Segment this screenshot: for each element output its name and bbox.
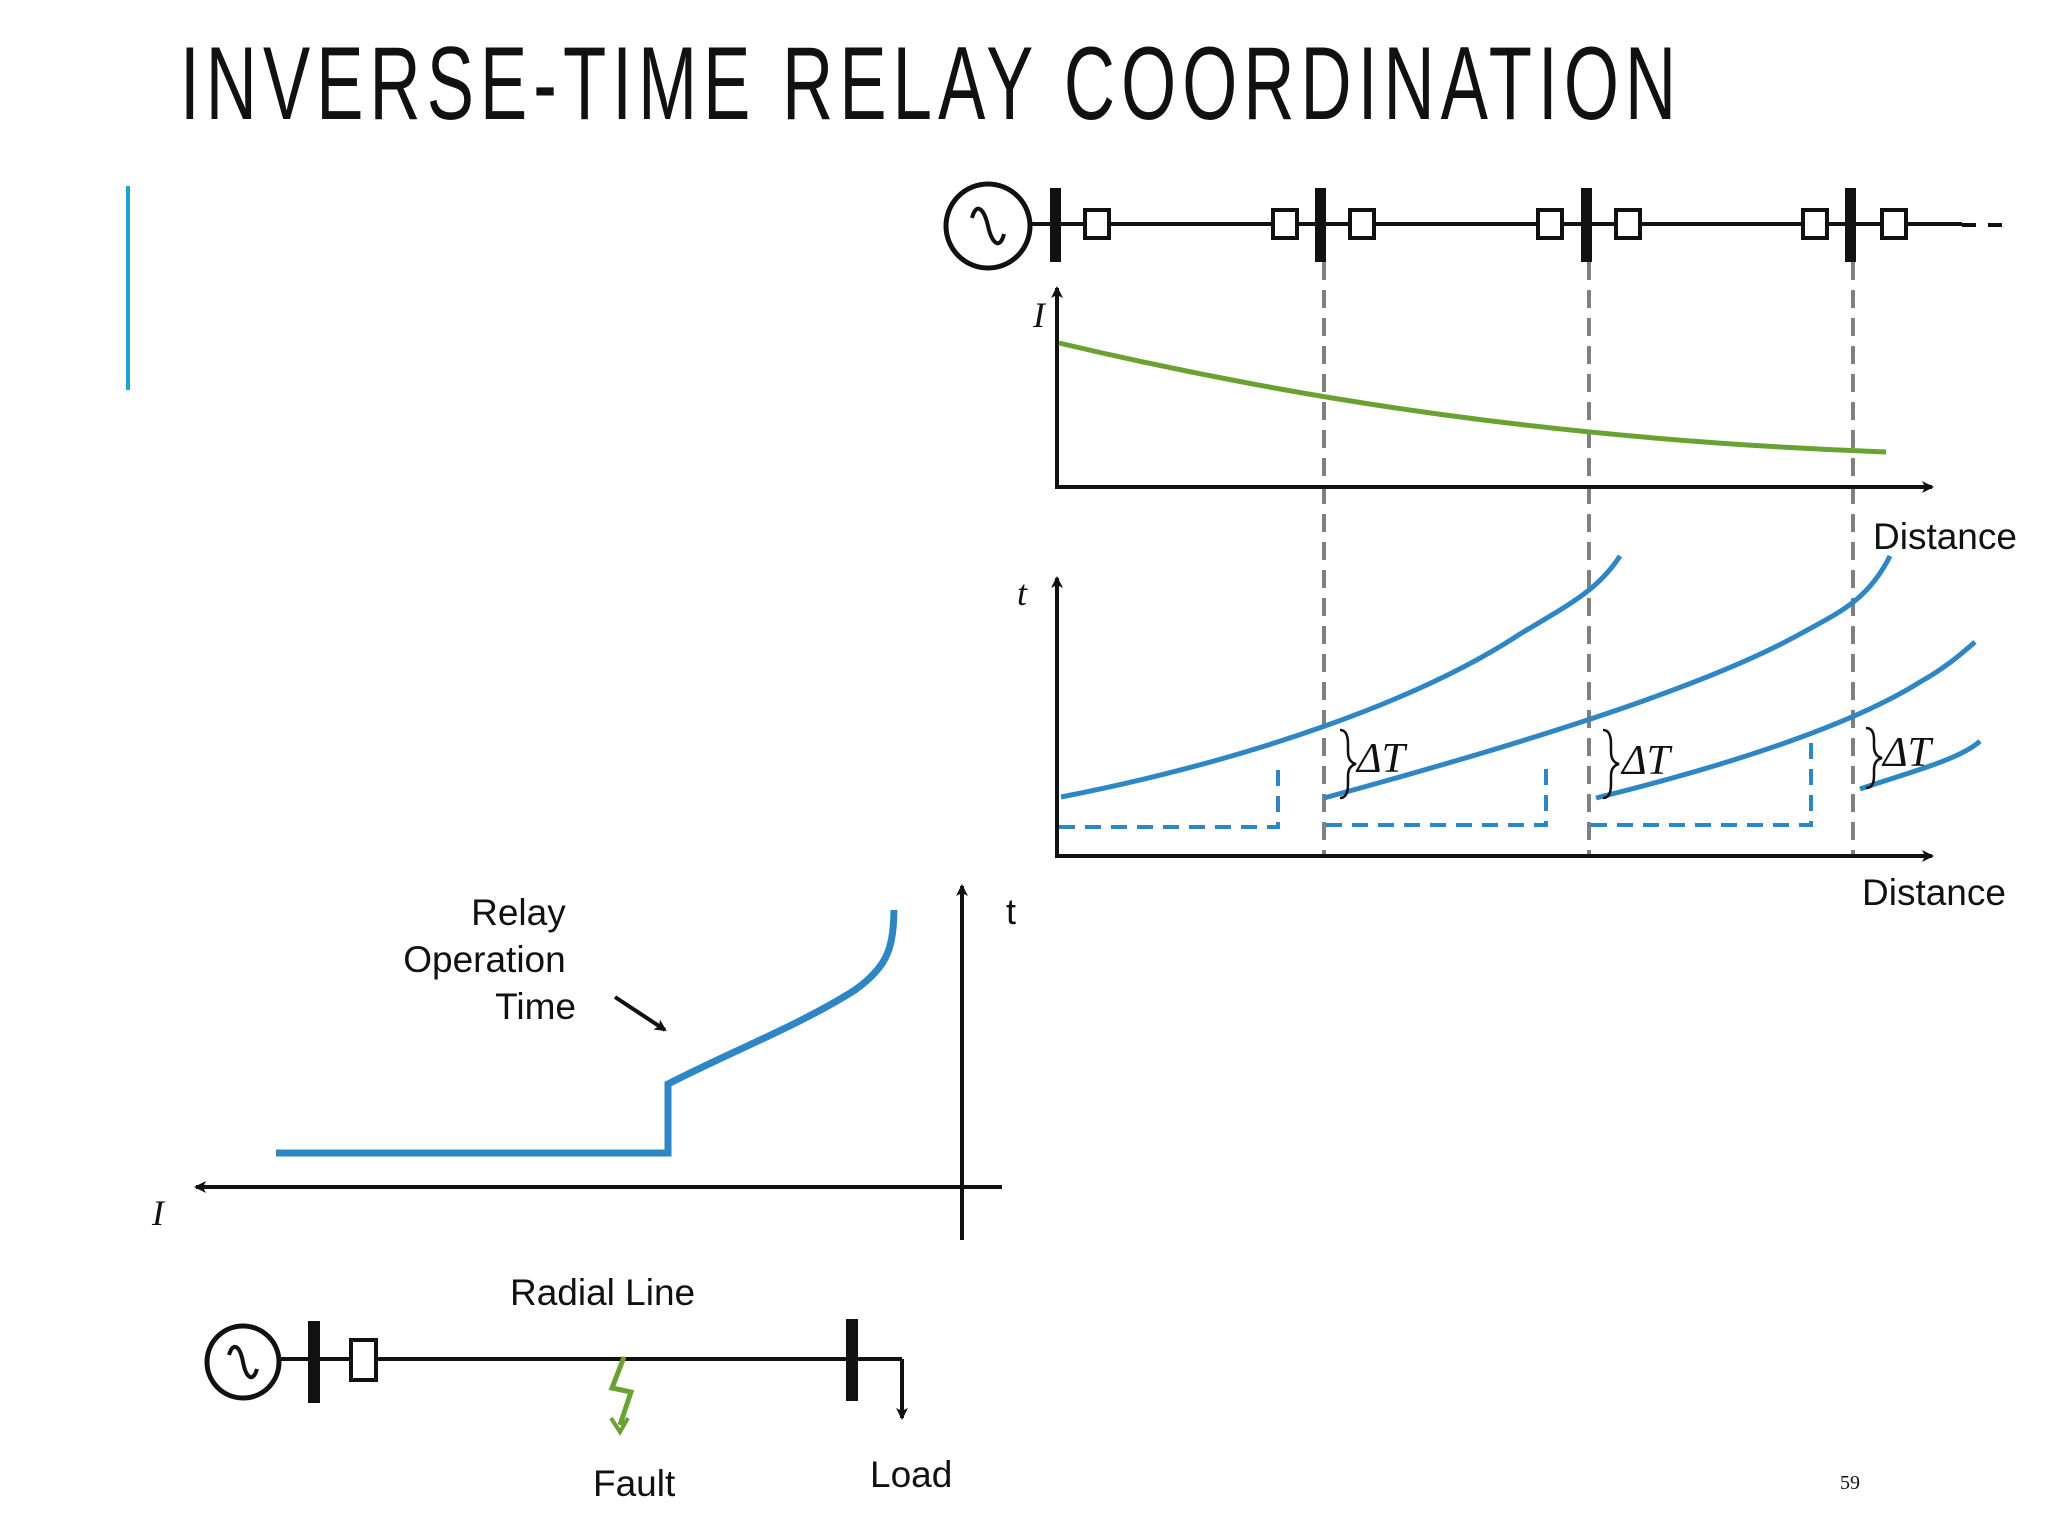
time-axis-label: t — [1017, 573, 1028, 613]
annotation-line-1: Relay — [471, 892, 566, 933]
radial-line-label: Radial Line — [510, 1272, 695, 1313]
margin-label-2: ΔT — [1620, 738, 1673, 784]
bus-3 — [1581, 188, 1592, 262]
slide-title: INVERSE-TIME RELAY COORDINATION — [180, 26, 1683, 142]
relay-time-curve — [276, 909, 898, 1157]
breaker-2 — [1271, 208, 1299, 240]
margin-brace-3 — [1865, 726, 1883, 790]
relay-curve-3 — [1595, 640, 1977, 801]
breaker — [349, 1338, 378, 1382]
relay-curve-4 — [1859, 739, 1982, 792]
relay-curve-1 — [1060, 554, 1623, 800]
relay-curve-2 — [1323, 554, 1893, 801]
fault-current-curve — [1058, 340, 1887, 455]
generator-icon — [943, 181, 1033, 271]
generator-icon — [204, 1323, 282, 1401]
time-vs-distance-plot: ΔT ΔT ΔT t Distance — [1017, 554, 2006, 913]
distance-label-2: Distance — [1862, 872, 2006, 913]
time-axis-label-bottom: t — [1006, 891, 1016, 932]
fault-arrow-tip — [609, 1416, 630, 1436]
load-label: Load — [870, 1454, 952, 1495]
breaker-5 — [1614, 208, 1642, 240]
source-bus — [308, 1321, 320, 1403]
instantaneous-2 — [1326, 761, 1548, 827]
accent-bar — [126, 186, 130, 390]
margin-braces — [1339, 726, 1883, 800]
current-axis-label: I — [1032, 295, 1047, 335]
fault-label: Fault — [593, 1463, 676, 1504]
distance-label-1: Distance — [1873, 516, 2017, 557]
current-vs-distance-plot: I Distance — [1032, 286, 2017, 557]
bus-1 — [1050, 188, 1061, 262]
instantaneous-1 — [1059, 761, 1280, 829]
page-number: 59 — [1840, 1472, 1860, 1494]
bus-4 — [1845, 188, 1856, 262]
current-axis-label-bottom: I — [151, 1193, 166, 1233]
breaker-3 — [1348, 208, 1376, 240]
margin-label-1: ΔT — [1355, 736, 1408, 782]
margin-label-3: ΔT — [1881, 730, 1934, 776]
load-bus — [846, 1319, 858, 1401]
margin-brace-2 — [1602, 728, 1620, 800]
breaker-4 — [1536, 208, 1564, 240]
relay-characteristic-plot: Relay Operation Time t I — [151, 884, 1016, 1240]
radial-line-diagram: Radial Line Fault Load — [204, 1272, 952, 1504]
top-one-line-diagram — [943, 181, 2008, 271]
annotation-arrow — [613, 995, 667, 1032]
margin-brace-1 — [1339, 728, 1357, 800]
breaker-1 — [1083, 208, 1111, 240]
annotation-line-3: Time — [495, 986, 576, 1027]
breaker-6 — [1801, 208, 1829, 240]
fault-lightning-icon — [608, 1356, 635, 1426]
bus-guide-lines — [1322, 262, 1855, 858]
annotation-line-2: Operation — [403, 939, 566, 980]
breaker-7 — [1880, 208, 1908, 240]
relay-annotation: Relay Operation Time — [403, 892, 576, 1027]
instantaneous-3 — [1591, 739, 1813, 827]
bus-2 — [1315, 188, 1326, 262]
